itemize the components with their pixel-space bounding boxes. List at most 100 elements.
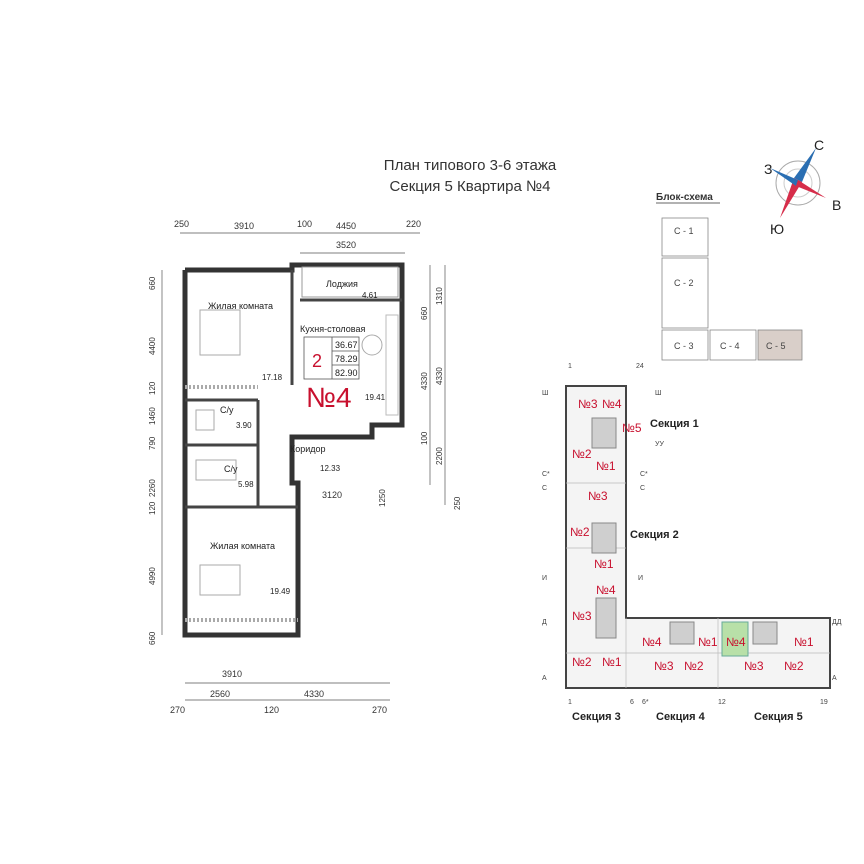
svg-text:№3: №3 xyxy=(654,659,674,673)
svg-text:4450: 4450 xyxy=(336,221,356,231)
svg-text:660: 660 xyxy=(420,306,429,320)
room-2-area: 4.61 xyxy=(362,291,378,300)
svg-text:№1: №1 xyxy=(794,635,814,649)
block-c5: С - 5 xyxy=(766,341,786,351)
svg-text:№1: №1 xyxy=(596,459,616,473)
svg-text:660: 660 xyxy=(148,631,157,645)
svg-text:С: С xyxy=(542,485,547,492)
svg-text:№3: №3 xyxy=(578,397,598,411)
room-5-name: С/у xyxy=(224,464,238,474)
svg-text:Д: Д xyxy=(542,619,547,626)
svg-text:2200: 2200 xyxy=(435,447,444,465)
svg-text:1: 1 xyxy=(568,363,572,370)
apartment-area-living: 36.67 xyxy=(335,340,358,350)
building-floor-plan: №3 №4 №5 №2 №1 №3 №2 №1 №4 №3 №2 №1 №4 №… xyxy=(542,363,842,723)
compass-icon: С З В Ю xyxy=(764,138,841,237)
svg-text:270: 270 xyxy=(372,705,387,715)
svg-text:№4: №4 xyxy=(642,635,662,649)
section-2-label: Секция 2 xyxy=(630,529,679,541)
svg-text:№2: №2 xyxy=(572,655,592,669)
title-line-1: План типового 3-6 этажа xyxy=(383,157,557,174)
section-3-label: Секция 3 xyxy=(572,711,621,723)
svg-text:Ш: Ш xyxy=(655,390,661,397)
svg-text:250: 250 xyxy=(453,496,462,510)
svg-text:3910: 3910 xyxy=(222,669,242,679)
title-line-2: Секция 5 Квартира №4 xyxy=(389,178,551,195)
svg-text:100: 100 xyxy=(420,431,429,445)
svg-text:1: 1 xyxy=(568,699,572,706)
svg-text:6: 6 xyxy=(630,699,634,706)
svg-text:6*: 6* xyxy=(642,699,649,706)
apartment-area-with-loggia: 82.90 xyxy=(335,368,358,378)
room-3-area: 19.41 xyxy=(365,393,386,402)
room-4-name: С/у xyxy=(220,405,234,415)
svg-text:№3: №3 xyxy=(588,489,608,503)
svg-text:№4: №4 xyxy=(596,583,616,597)
block-c5-highlight xyxy=(757,329,803,361)
svg-text:120: 120 xyxy=(148,381,157,395)
svg-text:№1: №1 xyxy=(594,557,614,571)
svg-text:220: 220 xyxy=(406,219,421,229)
page-title: План типового 3-6 этажа Секция 5 Квартир… xyxy=(360,155,580,197)
room-2-name: Лоджия xyxy=(326,279,358,289)
svg-text:2560: 2560 xyxy=(210,689,230,699)
svg-text:№2: №2 xyxy=(684,659,704,673)
svg-text:1460: 1460 xyxy=(148,407,157,425)
svg-text:4990: 4990 xyxy=(148,567,157,585)
svg-text:УУ: УУ xyxy=(655,441,664,448)
apartment-plan: 250 3910 100 4450 220 3520 Жилая комната… xyxy=(148,219,462,715)
svg-text:4330: 4330 xyxy=(304,689,324,699)
svg-text:С*: С* xyxy=(640,471,648,478)
room-5-area: 5.98 xyxy=(238,480,254,489)
apartment-number: №4 xyxy=(306,382,352,413)
svg-text:№4: №4 xyxy=(726,635,746,649)
svg-text:А: А xyxy=(542,675,547,682)
compass-east: В xyxy=(832,197,841,213)
svg-text:Ш: Ш xyxy=(542,390,548,397)
svg-text:790: 790 xyxy=(148,436,157,450)
svg-text:12: 12 xyxy=(718,699,726,706)
room-7-area: 19.49 xyxy=(270,587,291,596)
svg-text:№2: №2 xyxy=(570,525,590,539)
section-5-label: Секция 5 xyxy=(754,711,803,723)
svg-text:№3: №3 xyxy=(744,659,764,673)
svg-text:19: 19 xyxy=(820,699,828,706)
room-6-name: Коридор xyxy=(290,444,326,454)
svg-text:С: С xyxy=(640,485,645,492)
svg-text:660: 660 xyxy=(148,276,157,290)
svg-text:3120: 3120 xyxy=(322,490,342,500)
svg-text:№1: №1 xyxy=(698,635,718,649)
svg-text:3520: 3520 xyxy=(336,240,356,250)
compass-south: Ю xyxy=(770,221,784,237)
svg-text:4330: 4330 xyxy=(435,367,444,385)
highlighted-apartment xyxy=(721,621,749,657)
block-scheme-title: Блок-схема xyxy=(656,192,713,203)
svg-text:250: 250 xyxy=(174,219,189,229)
svg-text:1310: 1310 xyxy=(435,287,444,305)
room-3-name: Кухня-столовая xyxy=(300,324,365,334)
block-c3: С - 3 xyxy=(674,341,694,351)
svg-text:24: 24 xyxy=(636,363,644,370)
room-4-area: 3.90 xyxy=(236,421,252,430)
svg-text:270: 270 xyxy=(170,705,185,715)
svg-text:№1: №1 xyxy=(602,655,622,669)
room-1-area: 17.18 xyxy=(262,373,283,382)
block-c2: С - 2 xyxy=(674,278,694,288)
svg-text:100: 100 xyxy=(297,219,312,229)
room-6-area: 12.33 xyxy=(320,464,341,473)
svg-text:№3: №3 xyxy=(572,609,592,623)
svg-text:С*: С* xyxy=(542,471,550,478)
svg-text:4400: 4400 xyxy=(148,337,157,355)
room-1-name: Жилая комната xyxy=(208,301,273,311)
svg-text:№2: №2 xyxy=(572,447,592,461)
section-1-label: Секция 1 xyxy=(650,418,699,430)
svg-text:И: И xyxy=(542,575,547,582)
svg-text:120: 120 xyxy=(264,705,279,715)
apartment-rooms-count: 2 xyxy=(312,351,322,371)
block-c1: С - 1 xyxy=(674,226,694,236)
svg-text:3910: 3910 xyxy=(234,221,254,231)
room-7-name: Жилая комната xyxy=(210,541,275,551)
section-4-label: Секция 4 xyxy=(656,711,706,723)
svg-text:120: 120 xyxy=(148,501,157,515)
svg-text:№4: №4 xyxy=(602,397,622,411)
